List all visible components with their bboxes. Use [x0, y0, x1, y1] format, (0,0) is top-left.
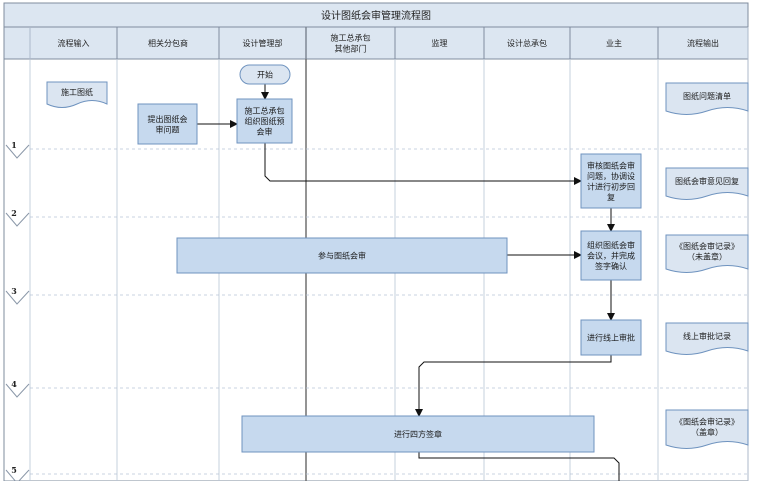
- node-label: （未盖章）: [687, 251, 727, 261]
- process-shape: [241, 415, 595, 453]
- stage-chevron: [5, 383, 30, 398]
- node-label: 审问题: [156, 124, 180, 134]
- terminal-shape: [239, 64, 291, 85]
- lane-header-label-dgc: 设计总承包: [507, 38, 547, 48]
- node-out4: 线上审批记录: [665, 322, 749, 355]
- stage-label: 1: [11, 140, 17, 150]
- node-label: 图纸会审意见回复: [675, 176, 739, 186]
- node-label: 复: [607, 192, 615, 202]
- edge-online-to-sign4: [415, 355, 612, 417]
- node-label: 施工总承包: [245, 106, 285, 116]
- node-label: 组织图纸预: [245, 116, 285, 126]
- stage-chevron: [5, 290, 30, 305]
- page-title: 设计图纸会审管理流程图: [321, 9, 431, 22]
- node-label: 提出图纸会: [148, 114, 188, 124]
- document-shape: [665, 322, 749, 355]
- stage-label: 2: [11, 208, 17, 218]
- process-shape: [176, 237, 508, 274]
- edges-layer: [197, 84, 620, 481]
- process-shape: [236, 98, 293, 144]
- node-label: 签字确认: [595, 261, 627, 271]
- node-label: （盖章）: [691, 427, 723, 437]
- lane-header-row: [29, 26, 749, 60]
- stage-label: 4: [11, 379, 17, 389]
- node-start: 开始: [239, 64, 291, 85]
- lane-header-label-general: 其他部门: [335, 44, 367, 54]
- process-shape: [580, 153, 642, 209]
- node-out3: 《图纸会审记录》（未盖章）: [665, 234, 749, 273]
- node-label: 问题，协调设: [587, 171, 635, 181]
- stage-column-header: [3, 26, 31, 60]
- process-shape: [137, 103, 198, 145]
- stage-chevron: [5, 144, 30, 159]
- node-label: 线上审批记录: [683, 331, 731, 341]
- nodes-layer: 开始施工图纸提出图纸会审问题施工总承包组织图纸预会审审核图纸会审问题，协调设计进…: [46, 64, 749, 453]
- stage-label: 5: [11, 465, 17, 475]
- node-label: 施工图纸: [61, 87, 93, 97]
- title-bar: [3, 2, 749, 28]
- document-shape: [665, 234, 749, 273]
- node-label: 《图纸会审记录》: [675, 241, 739, 251]
- document-shape: [665, 82, 749, 115]
- edge-sign4-to-next: [418, 452, 620, 481]
- node-online: 进行线上审批: [580, 319, 642, 356]
- node-label: 《图纸会审记录》: [675, 416, 739, 426]
- node-label: 开始: [257, 70, 273, 80]
- node-doc_in: 施工图纸: [46, 81, 108, 108]
- node-out1: 图纸问题清单: [665, 82, 749, 115]
- node-label: 审核图纸会审: [587, 160, 635, 170]
- document-shape: [665, 167, 749, 200]
- node-label: 参与图纸会审: [318, 251, 366, 261]
- node-label: 进行四方签章: [394, 429, 442, 439]
- lane-header-label-design: 设计管理部: [243, 38, 283, 48]
- node-label: 会议，并完成: [587, 251, 635, 261]
- document-shape: [665, 409, 749, 449]
- lane-header-label-output: 流程输出: [687, 38, 719, 48]
- lane-header-label-general: 施工总承包: [331, 33, 371, 43]
- process-shape: [580, 319, 642, 356]
- node-label: 组织图纸会审: [587, 240, 635, 250]
- document-shape: [46, 81, 108, 108]
- stage-chevron: [5, 212, 30, 227]
- node-label: 进行线上审批: [587, 333, 635, 343]
- process-shape: [580, 230, 642, 281]
- stage-chevron: [5, 469, 30, 481]
- lane-header-label-super: 监理: [432, 38, 448, 48]
- node-sign4: 进行四方签章: [241, 415, 595, 453]
- node-label: 图纸问题清单: [683, 91, 731, 101]
- node-join: 参与图纸会审: [176, 237, 508, 274]
- edge-gc_pre-to-owner_rev: [264, 143, 582, 185]
- node-out2: 图纸会审意见回复: [665, 167, 749, 200]
- lane-header-label-input: 流程输入: [58, 38, 90, 48]
- node-label: 会审: [257, 127, 273, 137]
- stage-labels: 1 2 3 4 5: [5, 140, 30, 481]
- lane-header-label-owner: 业主: [606, 38, 622, 48]
- stage-label: 3: [11, 286, 17, 296]
- node-out5: 《图纸会审记录》（盖章）: [665, 409, 749, 449]
- node-label: 计进行初步回: [587, 181, 635, 191]
- lane-header-label-sub: 相关分包商: [148, 38, 188, 48]
